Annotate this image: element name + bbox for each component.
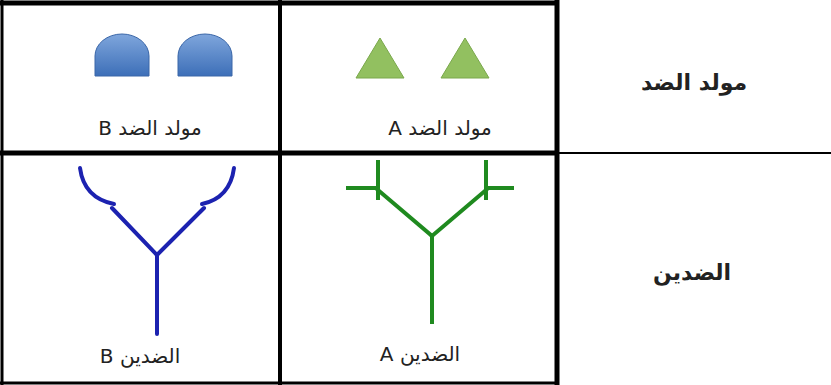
antibody-a-symbol xyxy=(348,162,512,322)
row-header: مولد الضد xyxy=(641,70,747,95)
row-header: الضدين xyxy=(653,260,731,285)
triangle-shape xyxy=(441,38,489,78)
antibody-stem xyxy=(378,190,432,322)
antibody-hook xyxy=(202,168,234,204)
antigen-b-shapes xyxy=(95,34,232,76)
antibody-tip xyxy=(348,162,378,198)
cell-caption: مولد الضد B xyxy=(98,116,202,140)
antibody-tip xyxy=(486,162,512,198)
antibody-stem xyxy=(112,208,157,334)
dome-shape xyxy=(178,34,232,76)
cell-caption: الضدين A xyxy=(380,342,460,366)
antibody-arm xyxy=(157,208,204,255)
antibody-hook xyxy=(80,168,114,204)
grid-line xyxy=(557,152,831,154)
antigen-a-shapes xyxy=(356,38,489,78)
grid-line xyxy=(1,0,4,385)
dome-shape xyxy=(95,34,149,76)
antibody-b-symbol xyxy=(80,168,234,334)
grid-line xyxy=(555,0,560,385)
grid-line xyxy=(278,0,282,385)
antibody-arm xyxy=(432,190,486,236)
triangle-shape xyxy=(356,38,404,78)
cell-caption: الضدين B xyxy=(100,344,180,368)
cell-caption: مولد الضد A xyxy=(388,116,492,140)
